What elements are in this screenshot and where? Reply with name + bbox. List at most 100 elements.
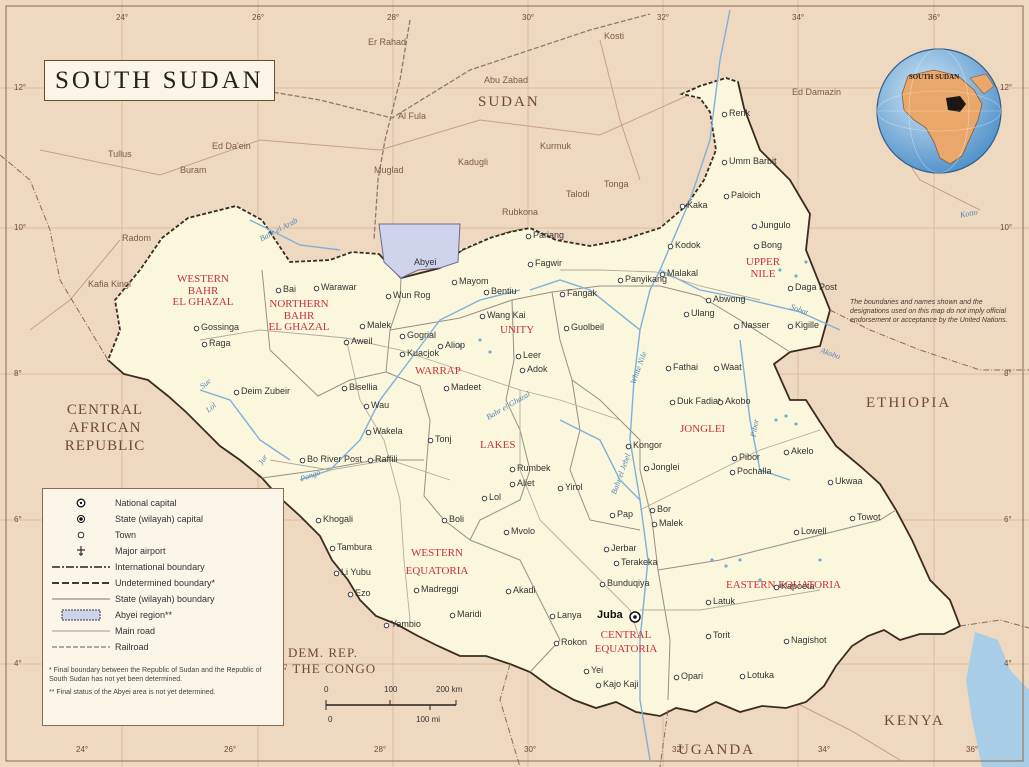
main-road-legend-icon xyxy=(49,625,113,637)
town-label: Bor xyxy=(657,504,672,514)
rivers xyxy=(199,9,841,761)
legend-text-abyei: Abyei region** xyxy=(115,610,173,620)
town-icon xyxy=(705,599,712,606)
deg-top-36: 36° xyxy=(928,13,941,22)
town-icon xyxy=(849,515,856,522)
state-label-western-equatoria: WESTERN EQUATORIA xyxy=(392,547,482,577)
town-label: Mayom xyxy=(459,276,489,286)
deg-left-4: 4° xyxy=(14,659,22,668)
town-icon xyxy=(679,203,686,210)
town-label: Tonj xyxy=(435,434,452,444)
town-label: Torit xyxy=(713,630,731,640)
town-icon xyxy=(625,443,632,450)
town-icon xyxy=(739,673,746,680)
town-label: Boli xyxy=(449,514,465,524)
town-label: Yei xyxy=(591,665,604,675)
town-icon xyxy=(449,612,456,619)
town-icon xyxy=(365,429,372,436)
capital-label-juba: Juba xyxy=(597,609,623,621)
external-town-label: Ed Da'ein xyxy=(212,141,251,151)
legend-row-town: Town xyxy=(49,529,136,541)
deg-left-12: 12° xyxy=(14,83,27,92)
country-label-kenya: KENYA xyxy=(884,713,945,729)
town-icon xyxy=(599,581,606,588)
town-label: Li Yubu xyxy=(341,567,371,577)
town-icon xyxy=(315,517,322,524)
town-icon xyxy=(427,437,434,444)
town-label: Wakela xyxy=(373,426,403,436)
town-label: Pibor xyxy=(739,452,761,462)
town-icon xyxy=(721,159,728,166)
town-label: Paloich xyxy=(731,190,761,200)
town-label: Jerbar xyxy=(611,543,637,553)
country-label-sudan: SUDAN xyxy=(478,94,540,110)
town-label: Terakeka xyxy=(621,557,658,567)
town-icon xyxy=(827,479,834,486)
country-label-drc: DEM. REP. OF THE CONGO xyxy=(268,646,378,675)
town-label: Lotuka xyxy=(747,670,775,680)
town-label: Lol xyxy=(489,492,502,502)
town-icon xyxy=(503,529,510,536)
deg-top-28: 28° xyxy=(387,13,400,22)
legend-row-abyei: Abyei region** xyxy=(49,609,172,621)
scale-bar: 0 100 200 km 0 100 mi xyxy=(318,686,478,726)
town-icon xyxy=(783,638,790,645)
town-icon xyxy=(367,457,374,464)
deg-top-26: 26° xyxy=(252,13,265,22)
deg-top-32: 32° xyxy=(657,13,670,22)
town-label: Abwong xyxy=(713,294,746,304)
undetermined-legend-icon xyxy=(49,577,113,589)
we-line-2: EQUATORIA xyxy=(405,564,469,577)
town-label: Wang Kai xyxy=(487,310,526,320)
town-icon xyxy=(643,465,650,472)
legend-row-state-capital: State (wilayah) capital xyxy=(49,513,203,525)
scale-tick-200: 200 km xyxy=(436,685,463,694)
town-icon xyxy=(333,570,340,577)
town-icon xyxy=(525,233,532,240)
legend-text-state-capital: State (wilayah) capital xyxy=(115,514,204,524)
state-boundaries xyxy=(261,269,897,701)
deg-right-6: 6° xyxy=(1004,515,1012,524)
town-label: Tambura xyxy=(337,542,373,552)
abyei-region xyxy=(378,223,461,279)
upper-nile-line-1: UPPER xyxy=(745,256,781,268)
legend-row-national-capital: National capital xyxy=(49,497,177,509)
town-icon xyxy=(441,517,448,524)
town-icon xyxy=(705,297,712,304)
legend-note-2: ** Final status of the Abyei area is not… xyxy=(49,688,216,696)
town-label: Aliet xyxy=(517,478,535,488)
town-icon xyxy=(399,333,406,340)
external-town-label: Kurmuk xyxy=(540,141,572,151)
state-label-eastern-equatoria: EASTERN EQUATORIA xyxy=(726,579,841,591)
town-label: Latuk xyxy=(713,596,736,606)
town-icon xyxy=(751,223,758,230)
town-label: Guolbeil xyxy=(571,322,605,332)
external-town-label: Kosti xyxy=(604,31,625,41)
legend-text-intl-boundary: International boundary xyxy=(115,562,205,572)
town-icon xyxy=(793,529,800,536)
drc-line-1: DEM. REP. xyxy=(287,645,359,660)
town-icon xyxy=(733,323,740,330)
town-label: Maridi xyxy=(457,609,482,619)
town-icon xyxy=(731,455,738,462)
un-disclaimer: The boundaries and names shown and the d… xyxy=(850,299,1008,325)
town-icon xyxy=(723,193,730,200)
legend-row-state-boundary: State (wilayah) boundary xyxy=(49,593,215,605)
nbeg-line-2: BAHR xyxy=(283,309,315,322)
wbeg-line-2: BAHR xyxy=(187,284,219,297)
town-label: Raga xyxy=(209,338,231,348)
state-label-upper-nile: UPPER NILE xyxy=(738,256,788,280)
undetermined-boundary xyxy=(107,76,739,361)
town-label: Wun Rog xyxy=(393,290,431,300)
country-label-car: CENTRAL AFRICAN REPUBLIC xyxy=(50,403,160,454)
town-label: Yirol xyxy=(565,482,583,492)
swamp-marks xyxy=(458,260,822,588)
state-label-western-bahr-el-ghazal: WESTERN BAHR EL GHAZAL xyxy=(168,273,238,309)
car-line-2: AFRICAN xyxy=(68,420,142,436)
town-label: Bentiu xyxy=(491,286,517,296)
intl-boundary-legend-icon xyxy=(49,561,113,573)
town-icon xyxy=(233,389,240,396)
town-icon xyxy=(515,353,522,360)
town-icon xyxy=(385,293,392,300)
external-town-label: Buram xyxy=(180,165,207,175)
